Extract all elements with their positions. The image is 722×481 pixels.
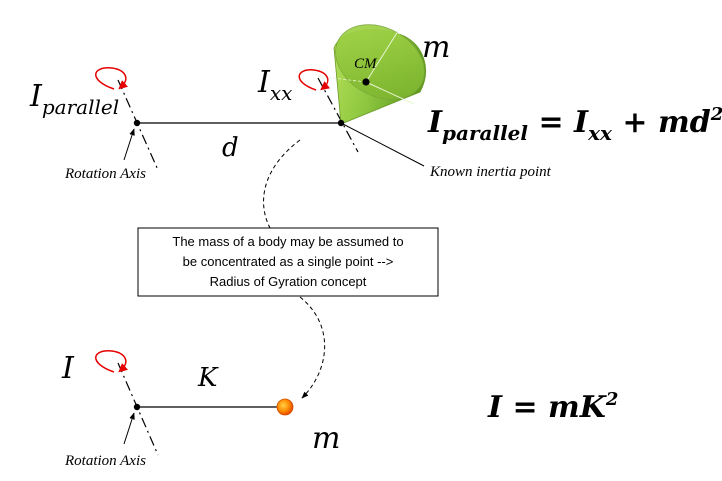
note-line-1: The mass of a body may be assumed to [172,234,403,249]
note-line-2: be concentrated as a single point --> [183,254,394,269]
parallel-axis-equation: Iparallel = Ixx + md2 [427,104,722,145]
distance-label: d [222,133,239,163]
i-label-bottom: I [61,351,75,386]
cone-z-axis [365,27,401,83]
cm-label: CM [354,56,378,72]
center-of-mass-point [362,78,370,86]
mass-label-bottom: m [312,421,340,456]
dashed-connector-bottom [299,296,326,399]
dashed-connector-top [263,139,301,229]
known-inertia-leader [340,122,425,167]
cone-z-letter: z [398,27,403,37]
xx-rotation-axis-line [317,77,359,153]
i-xx-label: Ixx [257,65,292,105]
top-parallel-axis-group: Iparallel d Rotation Axis [29,67,340,182]
rotation-axis-label-bottom: Rotation Axis [64,453,146,469]
cone-y-letter: y [412,97,418,107]
bottom-rotation-axis-line [117,362,159,456]
bottom-rotation-axis-pointer-arrow [123,412,135,445]
bottom-gyration-group: I K m Rotation Axis [61,350,340,469]
cone-body: z x y CM [310,24,427,125]
known-inertia-group: z x y CM Known inertia point Ixx m [257,24,552,180]
note-box [137,227,439,297]
note-line-3: Radius of Gyration concept [210,274,367,289]
cone-y-axis [365,81,415,105]
i-parallel-label: Iparallel [29,79,119,119]
radius-of-gyration-note: The mass of a body may be assumed to be … [137,227,439,297]
parallel-rotation-arrow-icon [95,67,129,90]
point-mass [276,398,294,416]
cone-x-letter: x [310,73,316,83]
k-label: K [197,363,219,393]
xx-rotation-arrow-icon [298,69,331,91]
cone-base [335,24,425,100]
rotation-axis-label-top: Rotation Axis [64,166,146,182]
bottom-rotation-arrow-icon [95,350,129,373]
rotation-axis-pointer-arrow [123,128,135,161]
gyration-equation: I = mK2 [487,389,618,425]
cone-x-axis [315,75,367,83]
known-inertia-label: Known inertia point [429,164,552,180]
mass-label-top: m [422,30,450,65]
